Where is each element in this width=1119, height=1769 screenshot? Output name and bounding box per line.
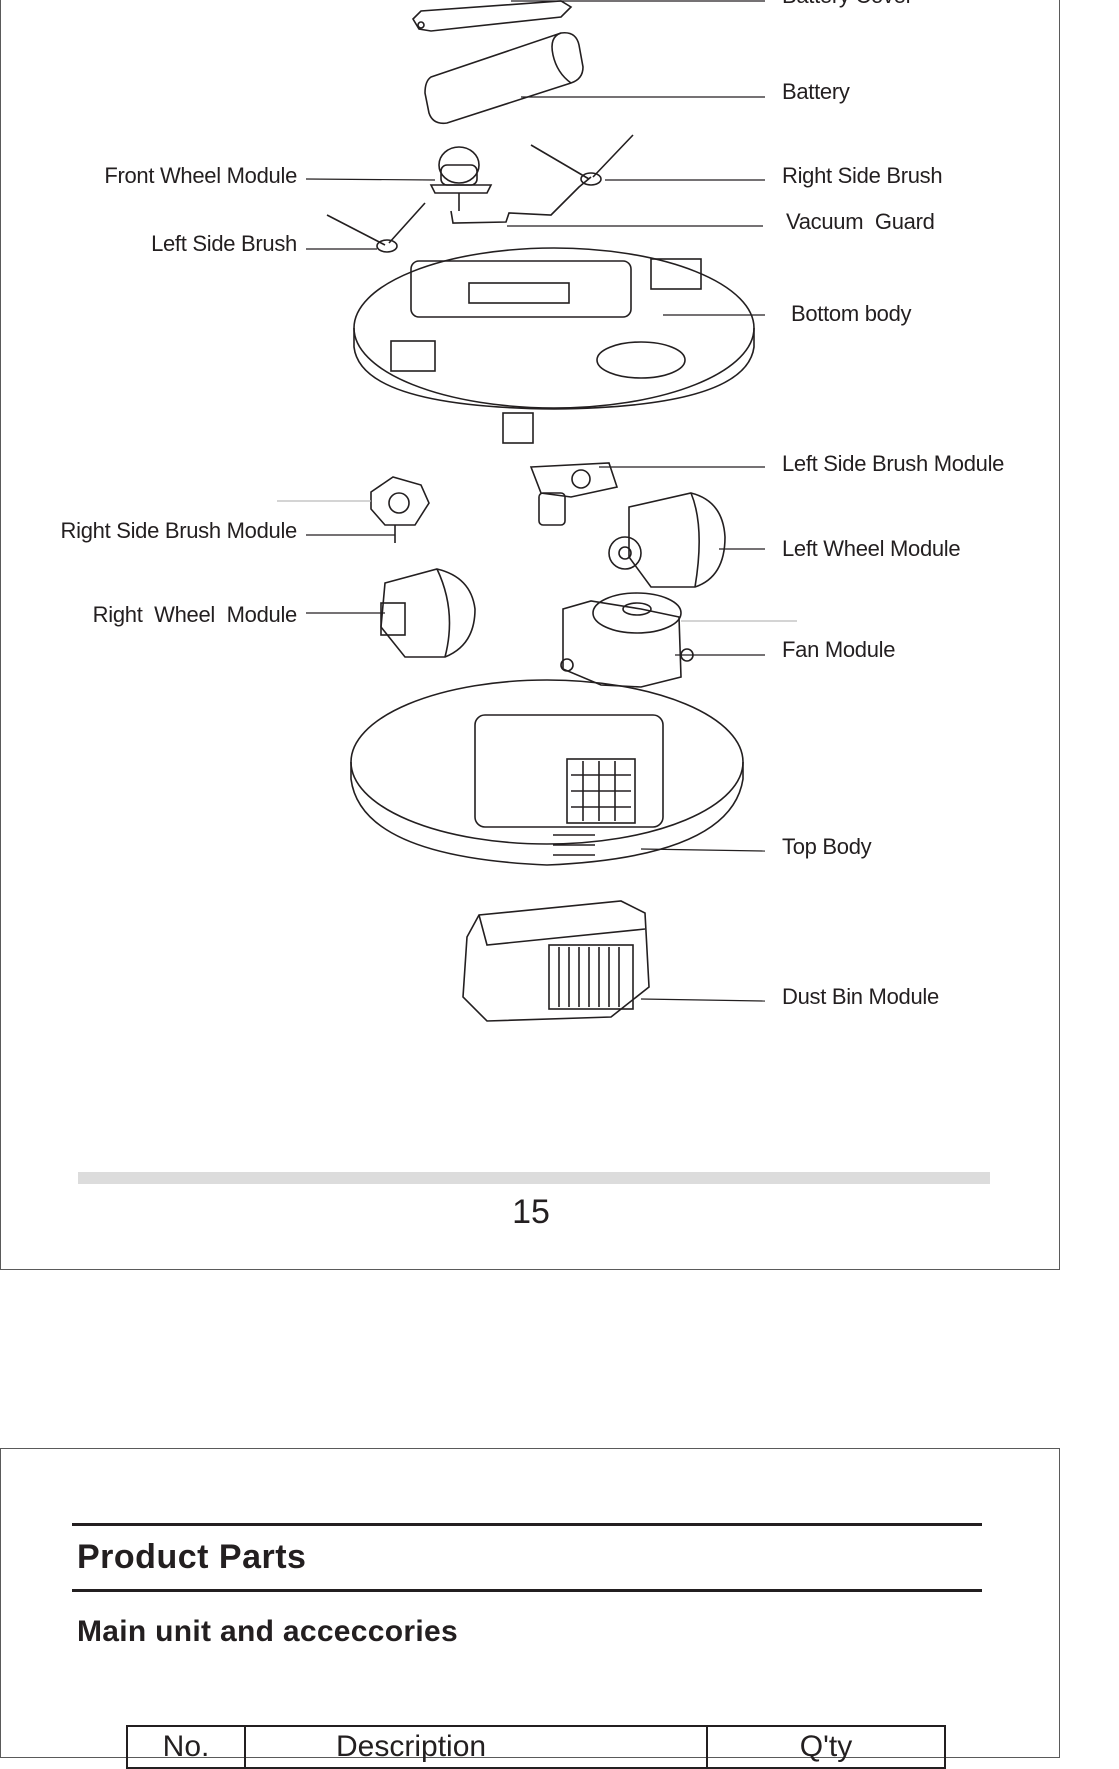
dust-bin-drawing — [462, 900, 650, 1022]
fan-module-drawing — [560, 592, 694, 688]
right-side-brush-module-drawing — [370, 476, 430, 543]
right-side-brush-drawing — [530, 134, 634, 186]
section-subtitle: Main unit and acceccories — [77, 1615, 458, 1648]
label-front-wheel-module: Front Wheel Module — [104, 163, 297, 188]
label-vacuum-guard: Vacuum Guard — [786, 209, 935, 234]
left-wheel-module-drawing — [608, 492, 726, 588]
exploded-parts-diagram — [277, 0, 797, 1022]
col-header-description: Description — [244, 1725, 708, 1769]
label-dust-bin-module: Dust Bin Module — [782, 984, 939, 1009]
page-number: 15 — [512, 1193, 550, 1231]
front-wheel-drawing — [429, 146, 493, 211]
label-battery: Battery — [782, 79, 850, 104]
left-side-brush-module-drawing — [529, 462, 619, 526]
label-left-side-brush-module: Left Side Brush Module — [782, 451, 1005, 476]
label-fan-module: Fan Module — [782, 637, 896, 662]
label-bottom-body: Bottom body — [791, 301, 912, 326]
right-wheel-module-drawing — [380, 568, 476, 658]
manual-page-product-parts — [0, 1448, 1060, 1758]
battery-drawing — [424, 31, 584, 125]
left-side-brush-drawing — [326, 202, 426, 253]
label-left-wheel-module: Left Wheel Module — [782, 536, 961, 561]
section-top-rule — [72, 1523, 982, 1526]
battery-cover-drawing — [411, 0, 573, 32]
section-bottom-rule — [72, 1589, 982, 1592]
section-title: Product Parts — [77, 1538, 307, 1576]
col-header-qty: Q'ty — [706, 1725, 946, 1769]
col-header-no: No. — [126, 1725, 246, 1769]
label-left-side-brush: Left Side Brush — [151, 231, 297, 256]
label-battery-cover: Battery Cover — [782, 0, 913, 9]
bottom-body-drawing — [353, 247, 755, 444]
parts-table-header-row: No. Description Q'ty — [126, 1725, 946, 1769]
parts-table: No. Description Q'ty — [126, 1725, 946, 1769]
vacuum-guard-drawing — [450, 176, 592, 224]
label-top-body: Top Body — [782, 834, 872, 859]
label-right-wheel-module: Right Wheel Module — [92, 602, 298, 627]
label-right-side-brush: Right Side Brush — [782, 163, 943, 188]
label-right-side-brush-module: Right Side Brush Module — [60, 518, 298, 543]
manual-page-15: Battery Cover Battery Front Wheel Module… — [0, 0, 1060, 1270]
footer-divider-bar — [78, 1172, 990, 1184]
top-body-drawing — [350, 679, 744, 866]
